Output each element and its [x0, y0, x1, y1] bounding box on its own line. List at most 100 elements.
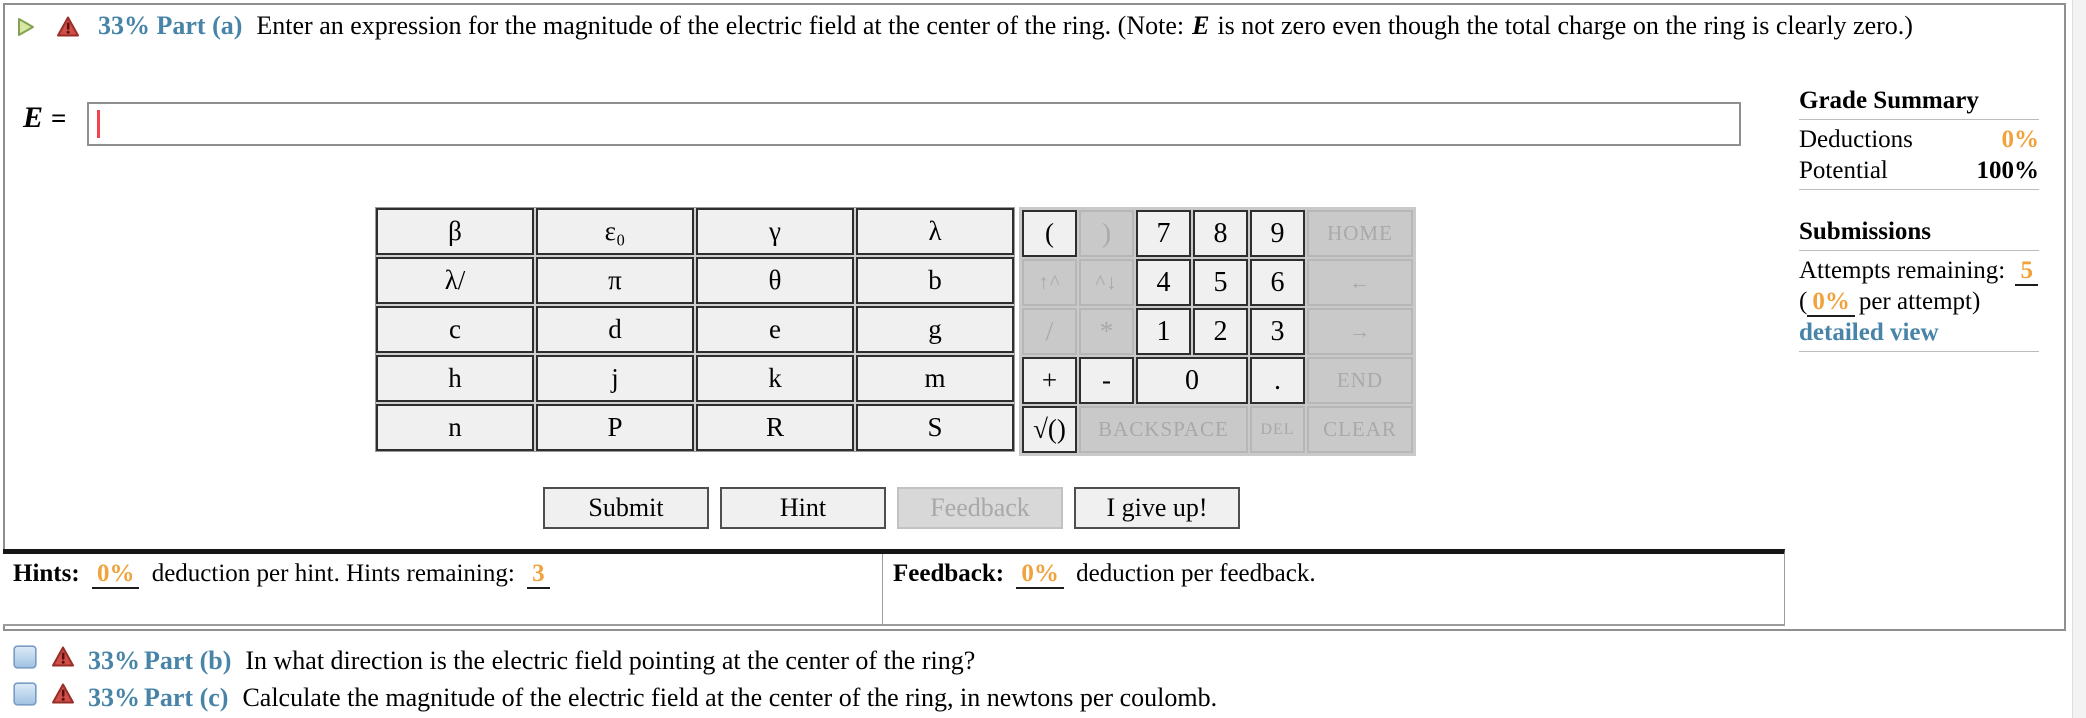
- key-5[interactable]: 5: [1193, 259, 1248, 306]
- key-paren-open[interactable]: (: [1022, 210, 1077, 257]
- key-multiply: *: [1079, 308, 1134, 355]
- key-R[interactable]: R: [696, 404, 854, 451]
- key-epsilon-0[interactable]: ε₀: [536, 208, 694, 255]
- part-b-label: Part (b): [144, 645, 232, 675]
- per-attempt-text: per attempt): [1858, 288, 1981, 315]
- part-b-text: In what direction is the electric field …: [245, 645, 976, 675]
- key-minus[interactable]: -: [1079, 357, 1134, 404]
- submissions-title: Submissions: [1799, 218, 1932, 245]
- keypad-numeric: ( ) 7 8 9 HOME ↑^ ^↓ 4 5 6 ← / * 1 2 3 →…: [1019, 207, 1416, 456]
- part-a-question: 33% Part (a)Enter an expression for the …: [13, 9, 2049, 48]
- key-b[interactable]: b: [856, 257, 1014, 304]
- collapsed-panel-icon[interactable]: [12, 644, 38, 677]
- collapsed-panel-icon[interactable]: [12, 681, 38, 714]
- per-attempt-open: (: [1799, 288, 1808, 315]
- divider: [1799, 119, 2039, 120]
- key-2[interactable]: 2: [1193, 308, 1248, 355]
- warning-icon: [51, 645, 75, 676]
- key-paren-close: ): [1079, 210, 1134, 257]
- key-3[interactable]: 3: [1250, 308, 1305, 355]
- divider: [1799, 250, 2039, 251]
- key-m[interactable]: m: [856, 355, 1014, 402]
- key-clear: CLEAR: [1307, 406, 1413, 453]
- key-theta[interactable]: θ: [696, 257, 854, 304]
- part-a-panel: 33% Part (a)Enter an expression for the …: [3, 3, 2066, 631]
- key-home: HOME: [1307, 210, 1413, 257]
- key-divide: /: [1022, 308, 1077, 355]
- play-icon[interactable]: [13, 14, 37, 48]
- feedback-button: Feedback: [897, 487, 1063, 529]
- grade-summary-title: Grade Summary: [1799, 87, 1979, 114]
- key-7[interactable]: 7: [1136, 210, 1191, 257]
- key-4[interactable]: 4: [1136, 259, 1191, 306]
- key-S[interactable]: S: [856, 404, 1014, 451]
- key-6[interactable]: 6: [1250, 259, 1305, 306]
- key-arrow-left: ←: [1307, 259, 1413, 306]
- per-attempt-percent: 0%: [1807, 288, 1855, 317]
- hints-remaining-count: 3: [527, 560, 550, 589]
- part-c-text: Calculate the magnitude of the electric …: [242, 682, 1218, 712]
- answer-label: E=: [23, 101, 66, 135]
- warning-icon: [56, 14, 80, 48]
- key-decimal[interactable]: .: [1250, 357, 1305, 404]
- key-lambda-slash[interactable]: λ/: [376, 257, 534, 304]
- key-beta[interactable]: β: [376, 208, 534, 255]
- divider: [1799, 189, 2039, 190]
- hints-cell: Hints: 0% deduction per hint. Hints rema…: [3, 554, 883, 624]
- attempts-row: Attempts remaining: 5: [1799, 255, 2039, 286]
- scrollbar-track[interactable]: [2072, 0, 2086, 718]
- answer-input[interactable]: [89, 104, 1739, 144]
- deductions-label: Deductions: [1799, 126, 1913, 153]
- key-lambda[interactable]: λ: [856, 208, 1014, 255]
- action-buttons: Submit Hint Feedback I give up!: [543, 487, 1240, 529]
- hints-feedback-bar: Hints: 0% deduction per hint. Hints rema…: [3, 549, 1785, 626]
- key-c[interactable]: c: [376, 306, 534, 353]
- key-9[interactable]: 9: [1250, 210, 1305, 257]
- key-gamma[interactable]: γ: [696, 208, 854, 255]
- part-c-label: Part (c): [144, 682, 229, 712]
- key-sqrt[interactable]: √(): [1022, 406, 1077, 453]
- per-attempt-row: (0%per attempt): [1799, 286, 2039, 317]
- key-0[interactable]: 0: [1136, 357, 1248, 404]
- feedback-text: deduction per feedback.: [1076, 560, 1316, 587]
- potential-value: 100%: [1976, 157, 2040, 184]
- divider: [1799, 351, 2039, 352]
- part-c-percent: 33%: [88, 682, 140, 712]
- key-k[interactable]: k: [696, 355, 854, 402]
- key-g[interactable]: g: [856, 306, 1014, 353]
- part-c-row: 33% Part (c) Calculate the magnitude of …: [12, 681, 1217, 714]
- part-a-label: Part (a): [156, 11, 243, 40]
- answer-variable: E: [23, 101, 44, 134]
- potential-row: Potential 100%: [1799, 155, 2039, 186]
- deductions-value: 0%: [2001, 126, 2040, 153]
- key-pi[interactable]: π: [536, 257, 694, 304]
- key-d[interactable]: d: [536, 306, 694, 353]
- key-n[interactable]: n: [376, 404, 534, 451]
- key-h[interactable]: h: [376, 355, 534, 402]
- key-superscript-up: ↑^: [1022, 259, 1077, 306]
- hints-label: Hints:: [13, 560, 80, 587]
- key-superscript-down: ^↓: [1079, 259, 1134, 306]
- key-8[interactable]: 8: [1193, 210, 1248, 257]
- feedback-deduction-percent: 0%: [1016, 560, 1064, 589]
- answer-input-box[interactable]: [87, 102, 1741, 146]
- hint-button[interactable]: Hint: [720, 487, 886, 529]
- give-up-button[interactable]: I give up!: [1074, 487, 1240, 529]
- part-b-percent: 33%: [88, 645, 140, 675]
- potential-label: Potential: [1799, 157, 1888, 184]
- question-variable: E: [1192, 11, 1210, 40]
- hints-text: deduction per hint. Hints remaining:: [151, 560, 515, 587]
- keypad-letters: β ε₀ γ λ λ/ π θ b c d e g h j k m n P R …: [375, 207, 1015, 452]
- key-plus[interactable]: +: [1022, 357, 1077, 404]
- part-b-row: 33% Part (b) In what direction is the el…: [12, 644, 975, 677]
- key-j[interactable]: j: [536, 355, 694, 402]
- attempts-label: Attempts remaining:: [1799, 257, 2006, 284]
- key-del: DEL: [1250, 406, 1305, 453]
- key-e[interactable]: e: [696, 306, 854, 353]
- key-1[interactable]: 1: [1136, 308, 1191, 355]
- key-P[interactable]: P: [536, 404, 694, 451]
- submit-button[interactable]: Submit: [543, 487, 709, 529]
- detailed-view-link[interactable]: detailed view: [1799, 319, 1939, 346]
- submissions-panel: Submissions Attempts remaining: 5 (0%per…: [1799, 216, 2039, 352]
